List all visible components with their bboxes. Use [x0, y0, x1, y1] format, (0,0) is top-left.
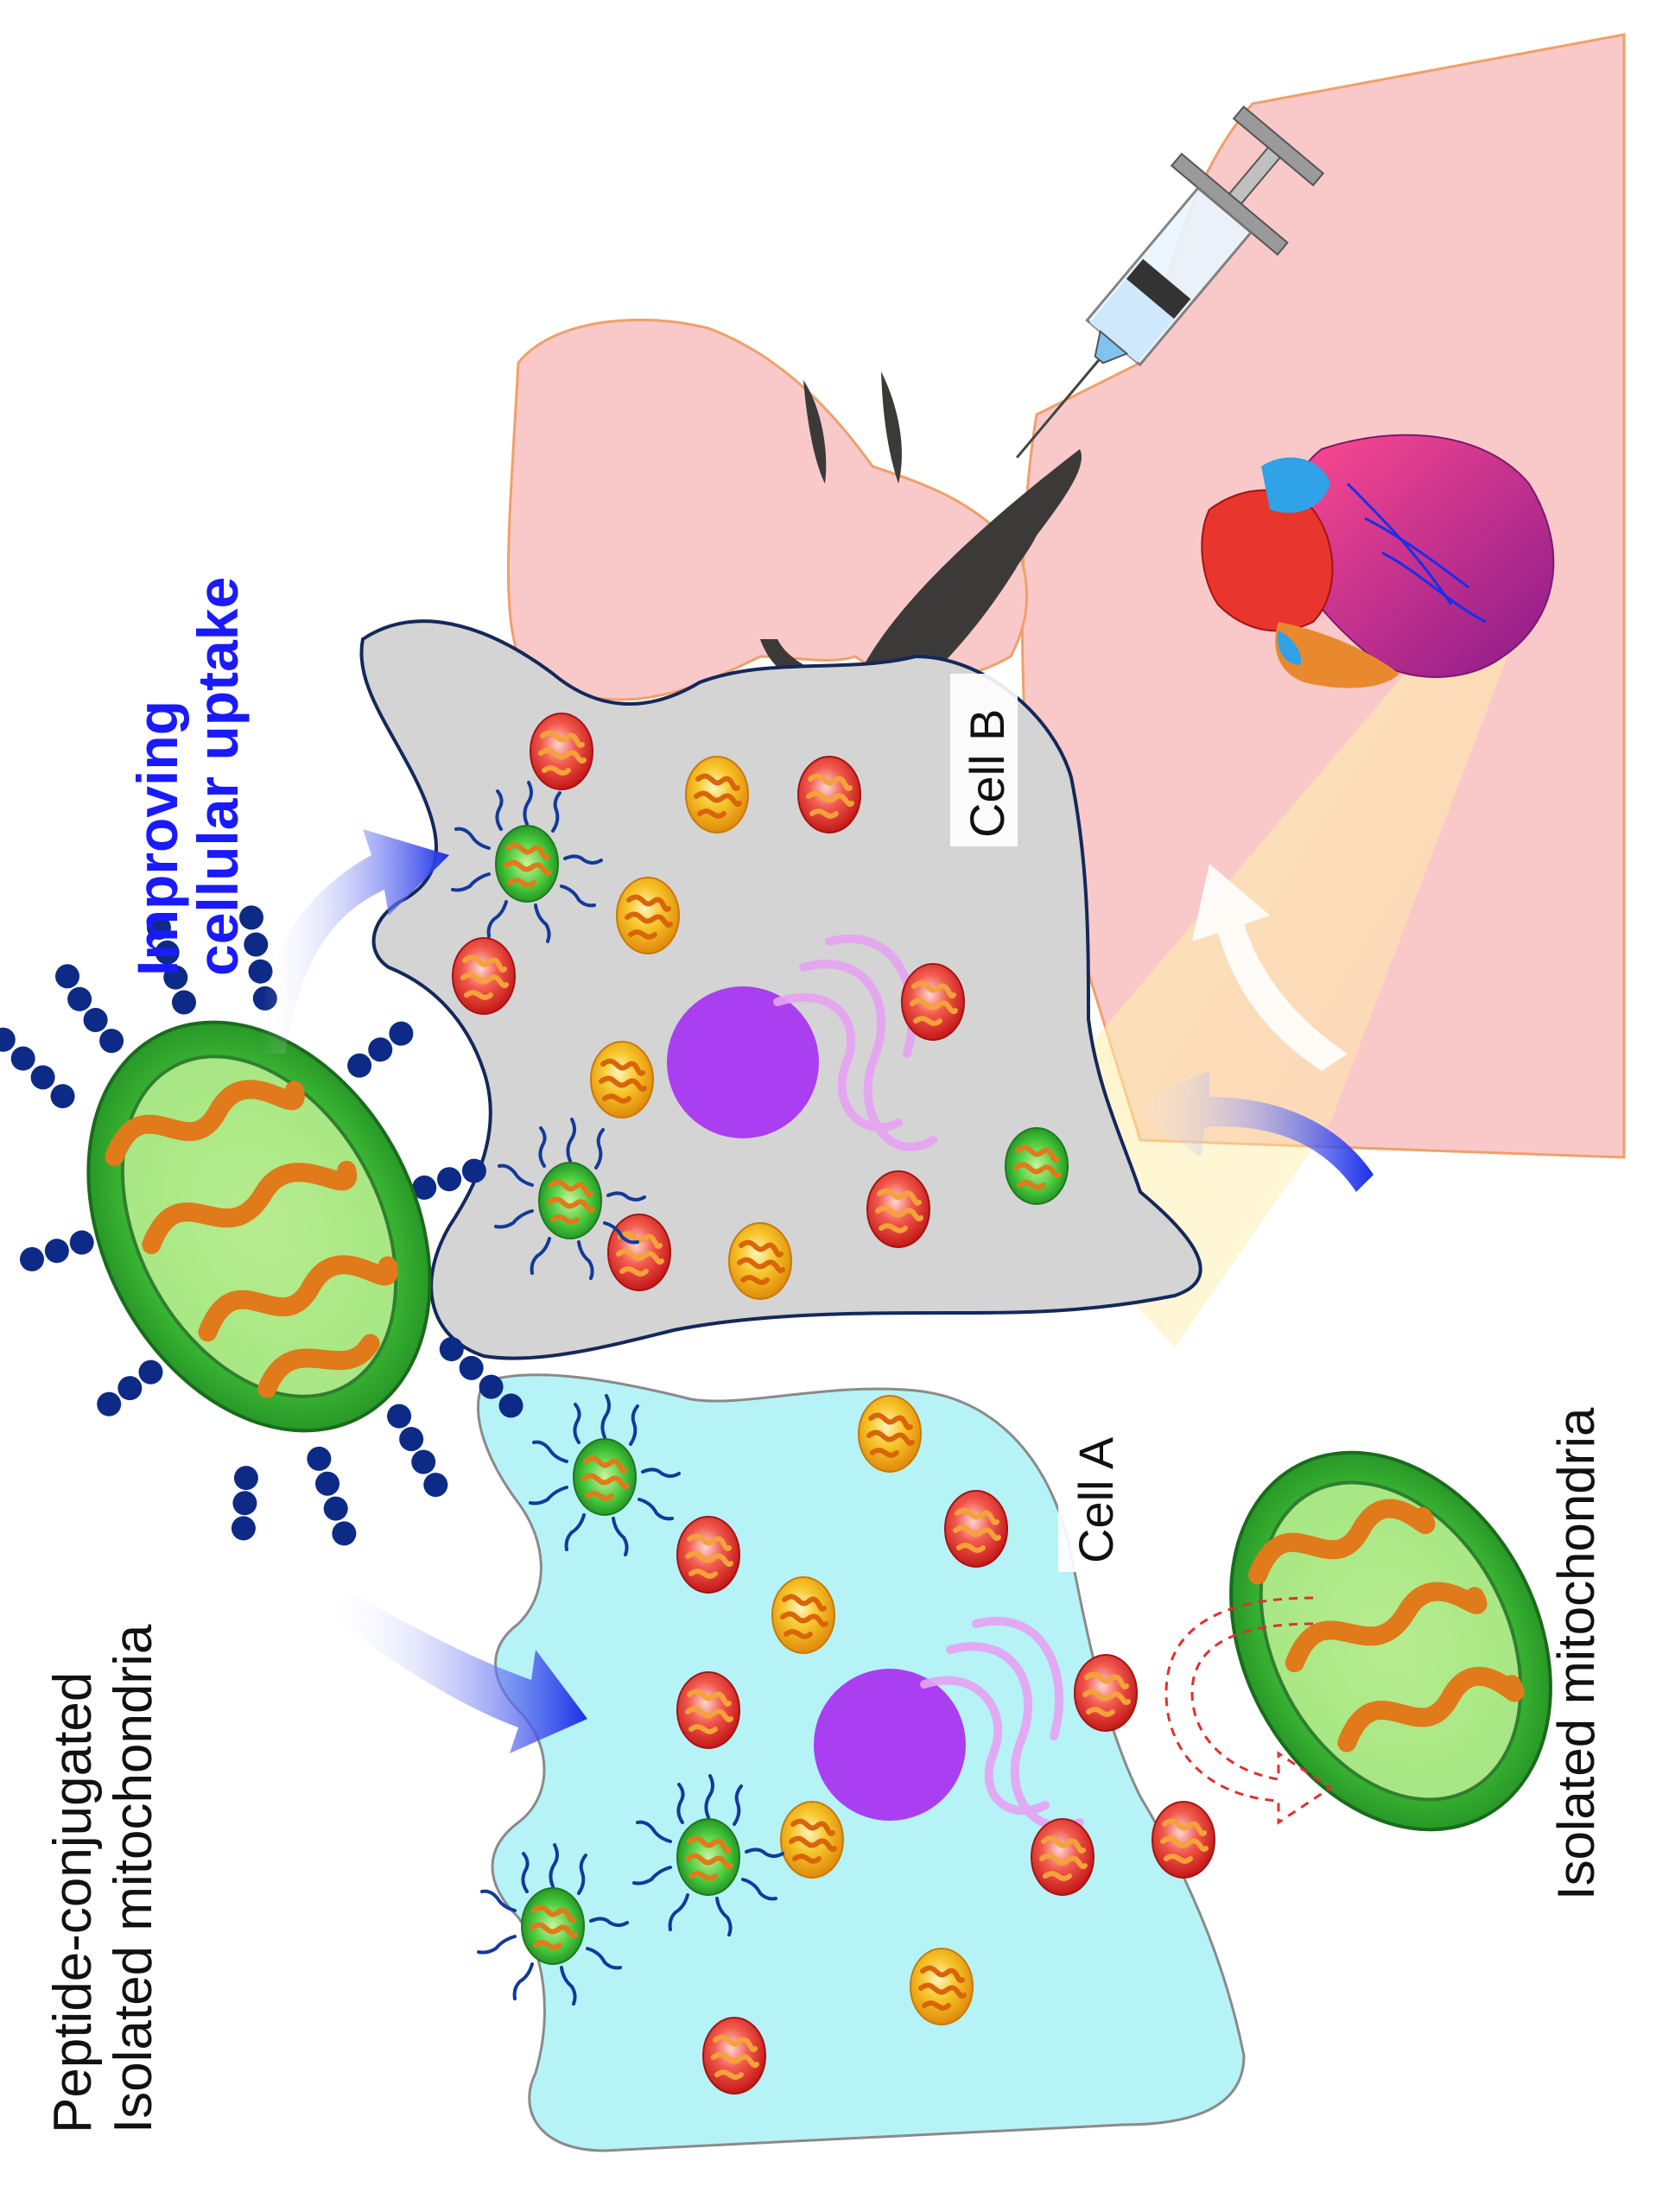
syringe-icon [1016, 105, 1325, 459]
cell-a-label: Cell A [1069, 1436, 1123, 1563]
mitochondrion-icon [910, 1949, 973, 2025]
nose [930, 382, 949, 429]
mitochondrion-icon [686, 757, 748, 833]
peptide-conjugated-mitochondrion-icon [0, 905, 523, 1546]
golgi-icon [773, 934, 937, 1151]
peptide-label-line2: Isolated mitochondria [104, 1624, 163, 2133]
mitochondrion-icon [798, 757, 860, 833]
eye [881, 371, 902, 484]
mitochondrion-icon [530, 713, 593, 789]
eye [803, 380, 827, 484]
mitochondrion-icon [1075, 1655, 1137, 1731]
curved-arrow-icon [328, 1589, 587, 1753]
improving-label-line2: cellular uptake [186, 577, 250, 976]
mitochondrion-icon [729, 1223, 791, 1299]
mitochondrion-icon [677, 1672, 739, 1748]
improving-label-line1: Improving [125, 700, 189, 976]
mitochondrion-icon [902, 964, 964, 1040]
curved-arrow-icon [1123, 1071, 1374, 1192]
curved-arrow-icon [1192, 864, 1348, 1071]
mitochondrion-icon [772, 1577, 834, 1653]
mitochondrion-icon [1152, 1802, 1215, 1878]
mitochondrion-icon [608, 1214, 670, 1290]
mitochondrion-icon [781, 1802, 843, 1878]
light-beam [1063, 622, 1520, 1347]
golgi-icon [920, 1616, 1084, 1831]
mitochondrion-icon [867, 1171, 929, 1247]
mitochondrion-icon [945, 1491, 1007, 1567]
nucleus-icon [667, 986, 819, 1138]
mitochondrion-icon [617, 878, 679, 954]
nucleus-icon [814, 1669, 966, 1821]
mitochondrion-icon [703, 2018, 765, 2094]
hair [864, 449, 1082, 680]
heart-icon [1201, 434, 1555, 688]
cell-a-label-box [1058, 1399, 1126, 1572]
mitochondrion-icon [1031, 1819, 1094, 1895]
mitochondrion-icon [1229, 1450, 1552, 1832]
isolated-label: Isolated mitochondria [1547, 1407, 1605, 1900]
cell-b-label-box [950, 674, 1018, 846]
peptide-label-line1: Peptide-conjugated [43, 1672, 103, 2133]
mitochondrion-icon [859, 1396, 921, 1472]
mitochondrion-icon [453, 938, 515, 1014]
mitochondrion-icon [677, 1517, 739, 1593]
mitochondrion-icon [591, 1042, 653, 1118]
cell-b-label: Cell B [960, 709, 1014, 838]
mitochondrion-icon [1006, 1128, 1068, 1204]
curved-arrow-icon [259, 829, 449, 1054]
